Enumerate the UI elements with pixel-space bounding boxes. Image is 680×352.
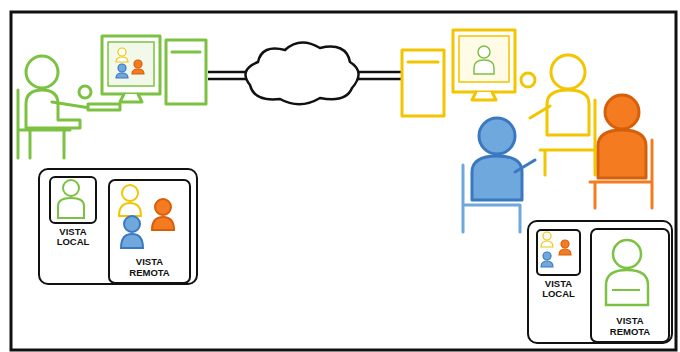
remote-computer: [521, 73, 535, 87]
local-user: [166, 40, 206, 104]
remote-computer: [453, 30, 515, 92]
screen-people: [132, 69, 144, 74]
view-frame: VISTA REMOTA: [108, 179, 191, 284]
view-frame: VISTA REMOTA: [590, 228, 670, 343]
remote-user-yellow: [547, 90, 589, 135]
local-user: [108, 42, 154, 86]
remote-user-orange: [605, 95, 639, 129]
view-people: [561, 240, 569, 248]
local-user: [52, 102, 90, 108]
view-people: [121, 234, 143, 248]
image-border: [11, 12, 676, 350]
view-people: [606, 270, 648, 305]
screen-person: [478, 46, 490, 58]
cloud: [246, 42, 359, 104]
local-user: [88, 104, 120, 110]
screen-people: [116, 48, 144, 78]
view-people: [122, 185, 138, 201]
view-label: VISTA REMOTA: [603, 316, 657, 337]
local-user: [120, 94, 142, 102]
view-frame-border: [49, 176, 97, 224]
remote-user-blue: [463, 118, 535, 232]
view-frame: VISTA LOCAL: [49, 176, 97, 248]
remote-computer: [472, 92, 496, 100]
screen-people: [116, 73, 128, 78]
local-user: [18, 36, 206, 158]
screen-people: [134, 60, 142, 68]
view-people: [58, 198, 84, 218]
view-people: [541, 241, 553, 247]
local-user: [26, 90, 80, 128]
view-people: [119, 203, 141, 216]
remote-user-yellow: [530, 55, 595, 175]
view-people: [541, 261, 553, 267]
view-people: [63, 180, 79, 196]
view-label: VISTA LOCAL: [49, 227, 97, 248]
view-people: [543, 232, 551, 240]
view-people: [152, 217, 174, 230]
remote-user-blue: [515, 160, 535, 172]
view-people: [612, 289, 640, 291]
screen-person: [474, 60, 494, 74]
remote-user-blue: [472, 156, 522, 200]
view-people: [155, 199, 171, 215]
local-user: [26, 56, 58, 88]
local-user: [102, 36, 160, 94]
view-frame-border: [536, 229, 581, 276]
remote-user-blue: [479, 118, 515, 154]
remote-user-yellow: [551, 55, 585, 89]
view-people: [58, 180, 648, 305]
remote-computer: [402, 30, 535, 116]
screen-people: [118, 64, 126, 72]
local-user: [172, 51, 200, 54]
remote-user-orange: [598, 130, 646, 178]
view-people: [613, 240, 641, 268]
screen-people: [116, 57, 128, 62]
view-panel: VISTA LOCAL VISTA REMOTA: [38, 168, 198, 285]
network-link: [208, 72, 250, 79]
view-label: VISTA LOCAL: [536, 279, 581, 300]
view-frame: VISTA LOCAL: [536, 229, 581, 300]
remote-computer: [459, 36, 509, 82]
remote-computer: [402, 50, 444, 116]
view-people: [543, 252, 551, 260]
screen-person: [474, 46, 494, 74]
view-label: VISTA REMOTA: [123, 257, 177, 278]
remote-user-yellow: [530, 106, 550, 118]
view-people: [124, 216, 140, 232]
view-panel: VISTA LOCAL VISTA REMOTA: [527, 220, 673, 344]
remote-computer: [408, 61, 438, 64]
screen-people: [118, 48, 126, 56]
remote-user-orange: [590, 95, 652, 208]
view-people: [559, 249, 571, 255]
local-user: [79, 86, 91, 98]
